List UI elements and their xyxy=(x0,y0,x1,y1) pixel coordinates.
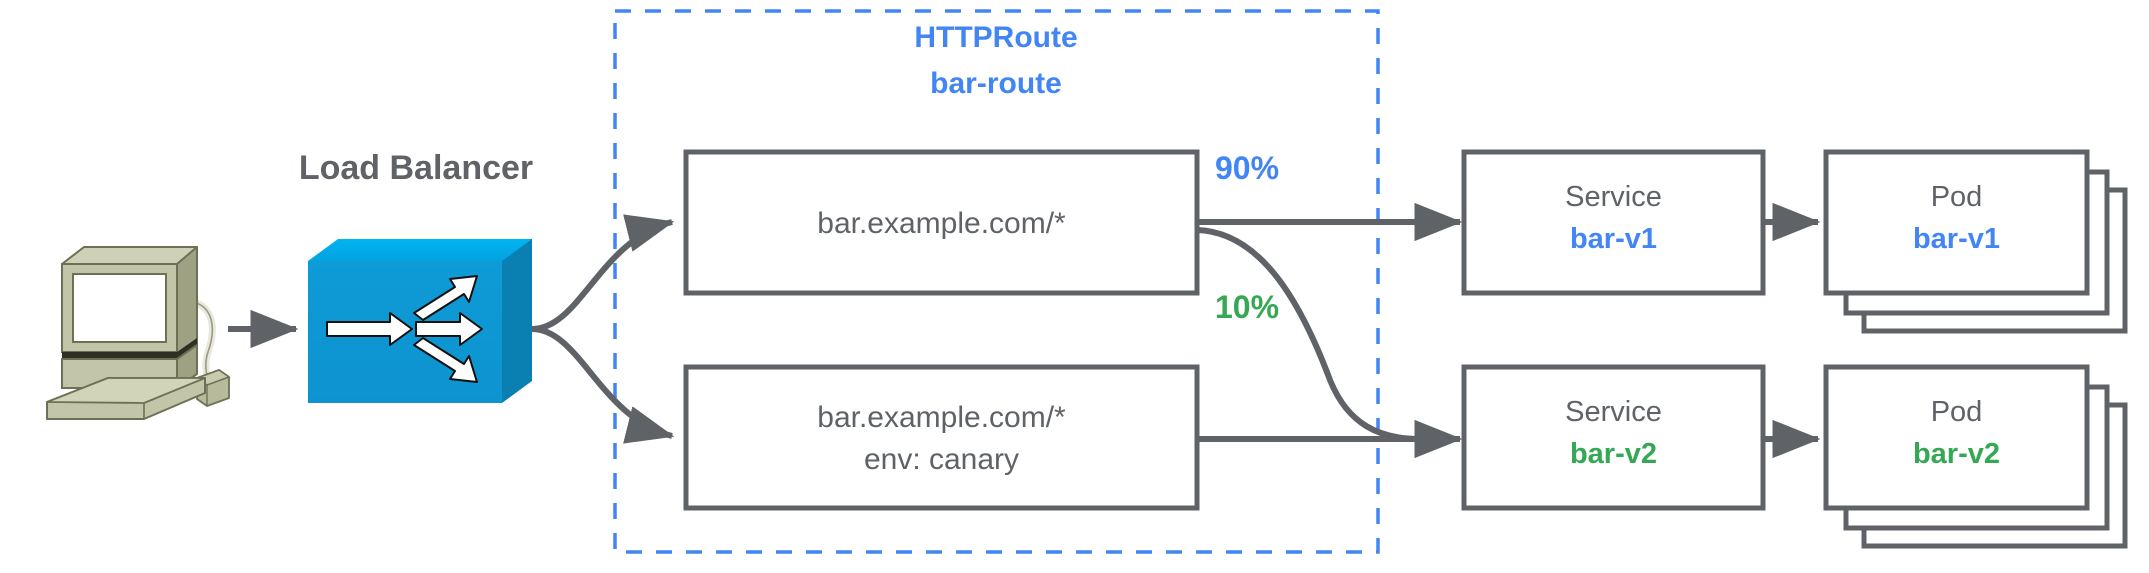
httproute-dashed-container xyxy=(613,9,1380,554)
pod-bar-v1-kind: Pod xyxy=(1930,181,1983,213)
rule-primary-match-text: bar.example.com/* xyxy=(817,207,1066,240)
load-balancer-switch-icon xyxy=(308,239,532,403)
pod-stack-bar-v2[interactable] xyxy=(1823,364,2128,549)
service-bar-v2-kind: Service xyxy=(1565,396,1662,428)
desktop-computer-icon xyxy=(46,246,231,420)
arrow-lb-to-rule-primary xyxy=(531,214,675,332)
service-box-bar-v2[interactable] xyxy=(1461,364,1766,511)
load-balancer-title: Load Balancer xyxy=(298,149,534,187)
httproute-name-label: bar-route xyxy=(930,67,1062,100)
service-bar-v1-name: bar-v1 xyxy=(1569,223,1658,255)
weight-label-primary: 90% xyxy=(1215,150,1280,186)
pod-bar-v2-kind: Pod xyxy=(1930,396,1983,428)
httproute-kind-label: HTTPRoute xyxy=(914,21,1078,54)
rule-box-canary[interactable] xyxy=(683,364,1200,511)
rule-box-primary[interactable] xyxy=(683,149,1200,296)
weight-label-canary: 10% xyxy=(1215,289,1280,325)
rule-canary-match-text: bar.example.com/* xyxy=(817,401,1066,434)
arrow-rule-primary-to-service-v2-canary-split xyxy=(1196,227,1421,442)
service-bar-v1-kind: Service xyxy=(1565,181,1662,213)
pod-stack-bar-v1[interactable] xyxy=(1823,149,2128,334)
rule-canary-header-text: env: canary xyxy=(863,443,1020,476)
pod-bar-v2-name: bar-v2 xyxy=(1912,438,2001,470)
pod-bar-v1-name: bar-v1 xyxy=(1912,223,2001,255)
service-bar-v2-name: bar-v2 xyxy=(1569,438,1658,470)
arrow-lb-to-rule-canary xyxy=(531,326,675,444)
